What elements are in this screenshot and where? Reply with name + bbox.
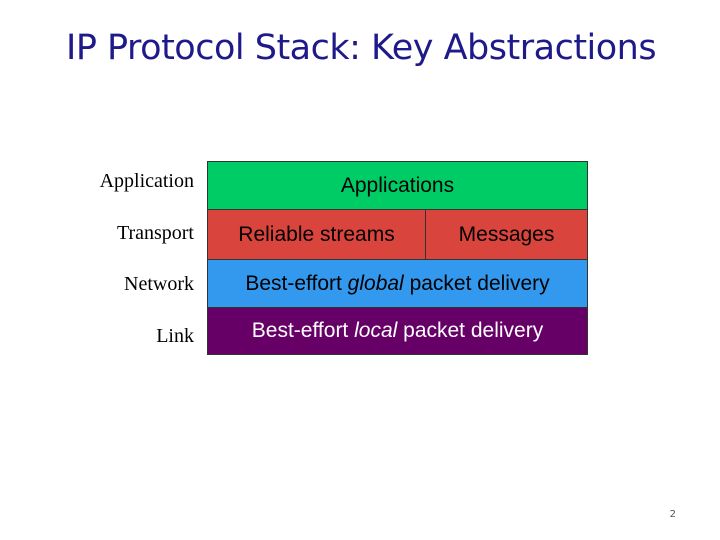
messages-box-text: Messages — [458, 222, 555, 246]
network-delivery-box: Best-effort global packet delivery — [207, 259, 588, 308]
link-text-before: Best-effort — [251, 319, 355, 342]
slide-title: IP Protocol Stack: Key Abstractions — [66, 28, 657, 68]
link-text-after: packet delivery — [397, 319, 544, 342]
page-number: 2 — [669, 509, 676, 520]
network-text-emphasis: global — [347, 271, 404, 295]
network-delivery-text: Best-effort global packet delivery — [245, 272, 549, 296]
layer-label-link: Link — [156, 325, 194, 347]
link-text-emphasis: local — [354, 319, 398, 342]
applications-box: Applications — [207, 161, 588, 211]
applications-box-text: Applications — [340, 174, 455, 197]
layer-label-transport: Transport — [116, 222, 194, 244]
link-delivery-text: Best-effort local packet delivery — [252, 319, 543, 343]
network-text-after: packet delivery — [403, 271, 550, 295]
messages-box: Messages — [425, 209, 588, 260]
reliable-streams-box-text: Reliable streams — [238, 222, 395, 246]
link-delivery-box: Best-effort local packet delivery — [207, 307, 588, 355]
network-text-before: Best-effort — [245, 271, 348, 295]
layer-label-application: Application — [99, 170, 194, 192]
layer-label-network: Network — [124, 273, 194, 295]
reliable-streams-box: Reliable streams — [207, 209, 426, 260]
